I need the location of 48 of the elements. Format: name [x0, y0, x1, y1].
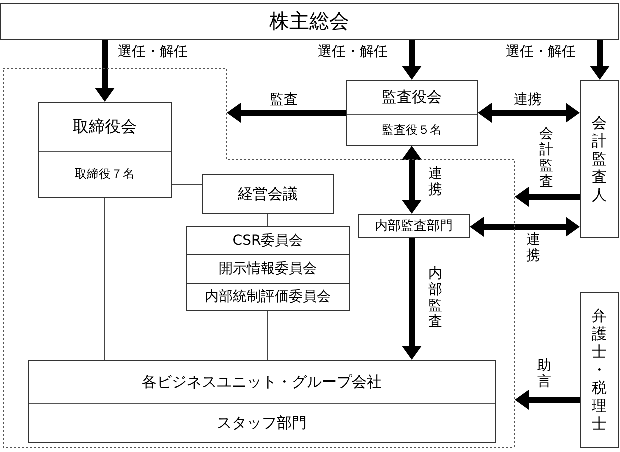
- arrow: [590, 40, 610, 80]
- edge-label: 会計監査: [539, 126, 554, 190]
- department-box: [358, 214, 470, 238]
- edge-label: 連携: [428, 166, 443, 198]
- edge-label: 監査: [270, 92, 298, 108]
- arrow: [470, 217, 580, 237]
- box-title: 取締役会: [73, 116, 137, 138]
- box-title: 弁護士・税理士: [591, 307, 608, 433]
- box-title: 内部統制評価委員会: [205, 288, 331, 306]
- arrow: [227, 103, 346, 123]
- box-title: 経営会議: [238, 184, 298, 204]
- connector-line: [172, 184, 202, 186]
- company-box: [28, 360, 496, 443]
- edge-label: 助言: [537, 358, 552, 390]
- committee-box: [186, 226, 350, 255]
- arrow: [402, 40, 422, 80]
- box-title: 株主総会: [270, 8, 350, 35]
- box-title: 開示情報委員会: [219, 260, 317, 278]
- box-subtitle: 監査役５名: [382, 122, 442, 138]
- box-title: 各ビジネスユニット・グループ会社: [142, 372, 382, 392]
- connector-line: [104, 198, 106, 360]
- box-title: 内部監査部門: [375, 218, 453, 235]
- auditor-box: [580, 80, 619, 238]
- edge-label: 選任・解任: [506, 44, 576, 60]
- dashed-boundary: [3, 68, 515, 448]
- edge-label: 選任・解任: [318, 44, 388, 60]
- box-title: 監査役会: [382, 88, 442, 107]
- arrow: [402, 146, 422, 214]
- box-subtitle: スタッフ部門: [217, 414, 307, 432]
- arrow: [402, 238, 422, 360]
- committee-box: [186, 254, 350, 284]
- box-title: CSR委員会: [232, 232, 304, 250]
- edge-label: 内部監査: [428, 266, 443, 330]
- edge-label: 選任・解任: [118, 44, 188, 60]
- arrow: [95, 40, 115, 102]
- box-subtitle: 取締役７名: [75, 166, 135, 183]
- edge-label: 連携: [526, 232, 541, 264]
- council-box: [202, 174, 334, 214]
- box-title: 会計監査人: [591, 114, 608, 204]
- advisor-box: [580, 292, 619, 448]
- arrow: [515, 390, 580, 410]
- committee-box: [186, 283, 350, 311]
- arrow: [515, 187, 580, 207]
- meeting-box: [0, 3, 619, 40]
- board-box: [346, 80, 478, 146]
- board-box: [38, 102, 172, 198]
- arrow: [478, 103, 580, 123]
- edge-label: 連携: [514, 92, 542, 108]
